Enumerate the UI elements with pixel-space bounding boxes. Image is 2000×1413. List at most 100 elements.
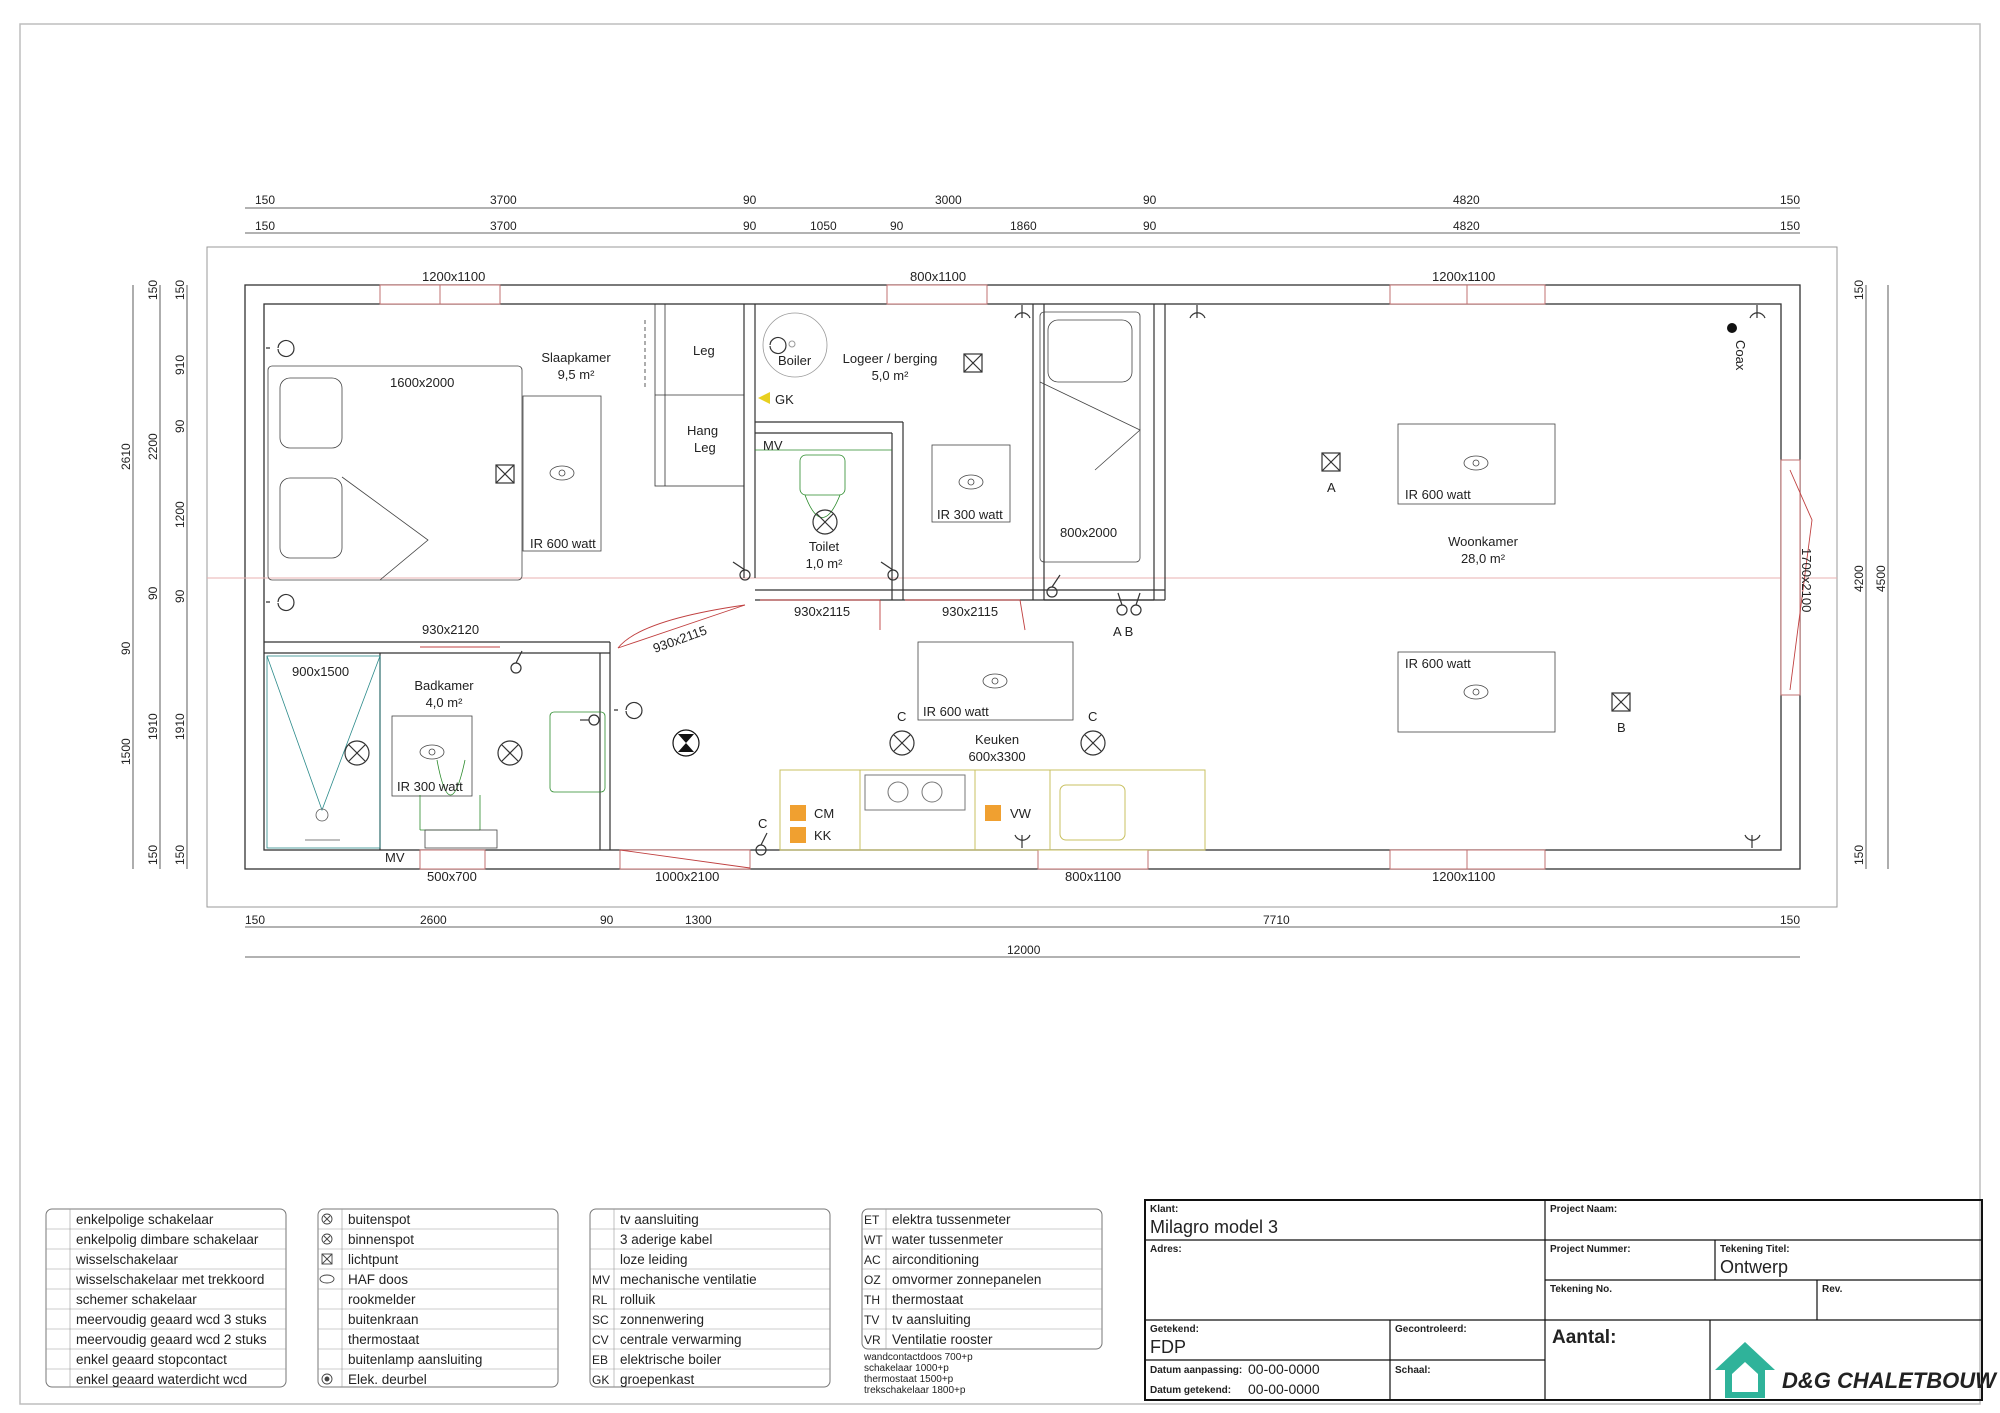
label-b: B bbox=[1617, 720, 1626, 735]
kk-label: KK bbox=[814, 828, 832, 843]
dim-top2-4: 90 bbox=[890, 219, 904, 233]
coax-label: Coax bbox=[1733, 340, 1748, 371]
dim-top2-3: 1050 bbox=[810, 219, 837, 233]
legend-1-2: wisselschakelaar bbox=[75, 1252, 179, 1267]
bathroom-fixtures bbox=[419, 711, 606, 849]
door-label-5: 1700x2100 bbox=[1799, 548, 1814, 612]
socket-icons bbox=[266, 305, 1766, 848]
smoke-detector-icon bbox=[672, 729, 700, 757]
window-label-3: 1200x1100 bbox=[1432, 269, 1495, 284]
tb-getekend-label: Getekend: bbox=[1150, 1324, 1199, 1335]
vw-label: VW bbox=[1010, 806, 1032, 821]
legend-4-1: water tussenmeter bbox=[891, 1232, 1004, 1247]
window-label-2: 800x1100 bbox=[910, 269, 966, 284]
legend: enkelpolige schakelaar enkelpolig dimbar… bbox=[45, 1208, 1103, 1396]
height-note-2: thermostaat 1500+p bbox=[864, 1374, 954, 1385]
label-a: A bbox=[1327, 480, 1336, 495]
room-logeer-name: Logeer / berging bbox=[843, 351, 938, 366]
legend-3-6: centrale verwarming bbox=[620, 1332, 742, 1347]
switch-icons bbox=[510, 561, 1142, 856]
room-keuken-name: Keuken bbox=[975, 732, 1019, 747]
dimension-lines bbox=[132, 207, 1889, 958]
legend-3-7: elektrische boiler bbox=[620, 1352, 722, 1367]
legend-4-5: tv aansluiting bbox=[892, 1312, 971, 1327]
ir600-label-b: IR 600 watt bbox=[1405, 487, 1471, 502]
beds bbox=[267, 311, 1141, 581]
room-badkamer-area: 4,0 m² bbox=[426, 695, 464, 710]
tb-datum-aanpassing: 00-00-0000 bbox=[1248, 1361, 1320, 1377]
dim-bottom-0: 150 bbox=[245, 913, 265, 927]
room-woonkamer-area: 28,0 m² bbox=[1461, 551, 1506, 566]
legend-box-2 bbox=[317, 1208, 559, 1388]
window-label-4: 500x700 bbox=[427, 869, 477, 884]
sheet-border bbox=[19, 23, 1981, 1405]
tb-tekeningtitel-label: Tekening Titel: bbox=[1720, 1244, 1790, 1255]
legend-3-code-3: MV bbox=[592, 1273, 610, 1287]
legend-4-3: omvormer zonnepanelen bbox=[892, 1272, 1041, 1287]
dim-top1-5: 4820 bbox=[1453, 193, 1480, 207]
building-outline bbox=[206, 246, 1838, 908]
tb-schaal-label: Schaal: bbox=[1395, 1365, 1431, 1376]
bed1-label: 1600x2000 bbox=[390, 375, 454, 390]
bed2-label: 800x2000 bbox=[1060, 525, 1117, 540]
legend-box-1 bbox=[45, 1208, 287, 1388]
legend-1-8: enkel geaard waterdicht wcd bbox=[76, 1372, 247, 1387]
legend-2-6: thermostaat bbox=[348, 1332, 420, 1347]
dim-top2-5: 1860 bbox=[1010, 219, 1037, 233]
ir300-label-a: IR 300 watt bbox=[937, 507, 1003, 522]
groepenkast-icon bbox=[758, 392, 770, 404]
label-c2: C bbox=[1088, 709, 1097, 724]
room-labels: Slaapkamer 9,5 m² Logeer / berging 5,0 m… bbox=[414, 350, 1518, 764]
door-label-1: 930x2120 bbox=[422, 622, 479, 637]
dim-left-mid-4: 150 bbox=[146, 845, 160, 865]
legend-1-6: meervoudig geaard wcd 2 stuks bbox=[76, 1332, 267, 1347]
dim-top1-6: 150 bbox=[1780, 193, 1800, 207]
mv-label-1: MV bbox=[763, 438, 783, 453]
window-label-6: 800x1100 bbox=[1065, 869, 1121, 884]
legend-2-4: rookmelder bbox=[348, 1292, 416, 1307]
shower bbox=[266, 655, 381, 849]
tb-gecontroleerd-label: Gecontroleerd: bbox=[1395, 1324, 1467, 1335]
tb-tekeningno-label: Tekening No. bbox=[1550, 1284, 1612, 1295]
legend-4-code-1: WT bbox=[864, 1233, 883, 1247]
ir300-label-b: IR 300 watt bbox=[397, 779, 463, 794]
legend-3-2: loze leiding bbox=[620, 1252, 688, 1267]
dim-left-mid-1: 2200 bbox=[146, 433, 160, 460]
dim-left-inner-4: 90 bbox=[173, 589, 187, 603]
dim-right-total: 4500 bbox=[1874, 565, 1888, 592]
legend-box-4 bbox=[861, 1208, 1103, 1350]
window-label-5: 1000x2100 bbox=[655, 869, 719, 884]
dim-total: 12000 bbox=[1007, 943, 1041, 957]
legend-2-2: lichtpunt bbox=[348, 1252, 399, 1267]
dim-bottom-1: 2600 bbox=[420, 913, 447, 927]
legend-3-code-5: SC bbox=[592, 1313, 609, 1327]
plan-labels: 1600x2000 800x2000 900x1500 Leg Hang Leg… bbox=[292, 269, 1814, 884]
dim-left-mid-0: 150 bbox=[146, 280, 160, 300]
dim-left-inner-6: 1910 bbox=[173, 713, 187, 740]
boiler-label: Boiler bbox=[778, 353, 812, 368]
ir600-label-d: IR 600 watt bbox=[923, 704, 989, 719]
dim-left-inner-2: 90 bbox=[173, 419, 187, 433]
legend-1-5: meervoudig geaard wcd 3 stuks bbox=[76, 1312, 267, 1327]
room-logeer-area: 5,0 m² bbox=[872, 368, 910, 383]
door-label-4: 930x2115 bbox=[942, 604, 998, 619]
legend-4-code-4: TH bbox=[864, 1293, 880, 1307]
ir-panels bbox=[391, 395, 1556, 797]
dim-top1-3: 3000 bbox=[935, 193, 962, 207]
room-woonkamer-name: Woonkamer bbox=[1448, 534, 1519, 549]
legend-4-code-2: AC bbox=[864, 1253, 881, 1267]
tb-adres-label: Adres: bbox=[1150, 1244, 1182, 1255]
legend-3-code-7: EB bbox=[592, 1353, 608, 1367]
legend-3-0: tv aansluiting bbox=[620, 1212, 699, 1227]
tb-datum-getekend: 00-00-0000 bbox=[1248, 1381, 1320, 1397]
dim-left-mid-2: 90 bbox=[146, 586, 160, 600]
toilet-fixture bbox=[755, 449, 892, 518]
label-c1: C bbox=[897, 709, 906, 724]
legend-1-1: enkelpolig dimbare schakelaar bbox=[76, 1232, 259, 1247]
dim-top2-8: 150 bbox=[1780, 219, 1800, 233]
door-swings bbox=[420, 469, 1813, 869]
legend-3-3: mechanische ventilatie bbox=[620, 1272, 757, 1287]
window-label-7: 1200x1100 bbox=[1432, 869, 1495, 884]
legend-3-8: groepenkast bbox=[620, 1372, 695, 1387]
